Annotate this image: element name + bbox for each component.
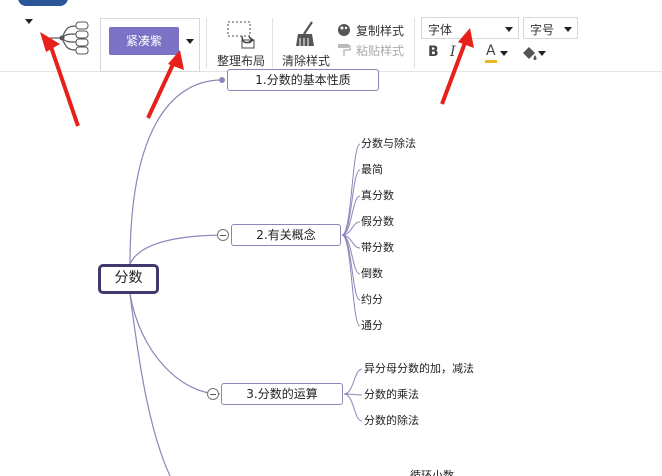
- font-size-select[interactable]: 字号: [523, 17, 578, 39]
- font-color-label: A: [486, 43, 496, 59]
- mindmap-connectors: [129, 77, 363, 476]
- clear-style-button[interactable]: 清除样式: [278, 18, 334, 68]
- branch-topic-1[interactable]: 1.分数的基本性质: [227, 69, 379, 91]
- leaf-topic[interactable]: 异分母分数的加，减法: [364, 361, 474, 377]
- broom-icon: [296, 21, 314, 46]
- paint-palette-icon: [338, 24, 350, 36]
- theme-swatch[interactable]: 紧凑紫: [109, 27, 179, 55]
- tab-third[interactable]: [140, 0, 176, 6]
- font-family-select[interactable]: 字体: [421, 17, 519, 39]
- font-color-bar: [485, 60, 497, 63]
- mindmap-structure-icon: [50, 21, 89, 55]
- tab-second[interactable]: [88, 0, 124, 6]
- chevron-down-icon: [564, 27, 572, 32]
- leaf-topic[interactable]: 带分数: [361, 240, 394, 256]
- collapse-toggle[interactable]: [217, 229, 229, 241]
- paint-roller-icon: [338, 44, 351, 56]
- chevron-down-icon: [505, 27, 513, 32]
- leaf-topic[interactable]: 分数的除法: [364, 413, 419, 429]
- leaf-topic[interactable]: 真分数: [361, 188, 394, 204]
- leaf-topic[interactable]: 分数的乘法: [364, 387, 419, 403]
- tab-active[interactable]: [18, 0, 68, 6]
- chevron-down-icon: [500, 51, 508, 56]
- font-color-button[interactable]: A: [484, 43, 512, 65]
- theme-selector[interactable]: 紧凑紫: [100, 18, 200, 72]
- paste-style-label: 粘贴样式: [356, 44, 405, 58]
- leaf-topic[interactable]: 倒数: [361, 266, 383, 282]
- arrange-layout-icon: [227, 21, 255, 49]
- arrange-layout-label: 整理布局: [216, 54, 265, 68]
- branch-topic-2[interactable]: 2.有关概念: [231, 224, 341, 246]
- theme-dropdown-button[interactable]: [181, 27, 199, 55]
- chevron-down-icon[interactable]: [25, 19, 33, 24]
- separator: [272, 18, 273, 68]
- leaf-topic[interactable]: 分数与除法: [361, 136, 416, 152]
- arrange-layout-button[interactable]: 整理布局: [212, 18, 270, 68]
- root-topic[interactable]: 分数: [98, 264, 159, 294]
- leaf-topic[interactable]: 通分: [361, 318, 383, 334]
- font-size-placeholder: 字号: [530, 23, 555, 37]
- mindmap-layout-button[interactable]: [40, 20, 96, 62]
- separator: [206, 18, 207, 68]
- paint-bucket-icon: [523, 47, 537, 60]
- collapse-toggle[interactable]: [207, 388, 219, 400]
- italic-button[interactable]: I: [450, 44, 456, 60]
- leaf-topic[interactable]: 假分数: [361, 214, 394, 230]
- bold-button[interactable]: B: [428, 44, 439, 60]
- fill-color-button[interactable]: [518, 43, 548, 65]
- tab-strip: [0, 0, 662, 10]
- branch-topic-3[interactable]: 3.分数的运算: [221, 383, 343, 405]
- leaf-topic[interactable]: 约分: [361, 292, 383, 308]
- chevron-down-icon: [538, 51, 546, 56]
- mindmap-canvas[interactable]: 分数 1.分数的基本性质 2.有关概念 分数与除法 最简 真分数 假分数 带分数…: [0, 28, 662, 476]
- font-family-placeholder: 字体: [428, 23, 453, 37]
- ribbon-toolbar: 紧凑紫 整理布局 清除样式 复制样式: [0, 10, 662, 72]
- clear-style-label: 清除样式: [281, 54, 330, 68]
- copy-style-label: 复制样式: [356, 24, 405, 38]
- leaf-topic[interactable]: 最简: [361, 162, 383, 178]
- separator: [414, 18, 415, 68]
- chevron-down-icon: [186, 39, 194, 44]
- leaf-topic[interactable]: 循环小数: [410, 468, 454, 476]
